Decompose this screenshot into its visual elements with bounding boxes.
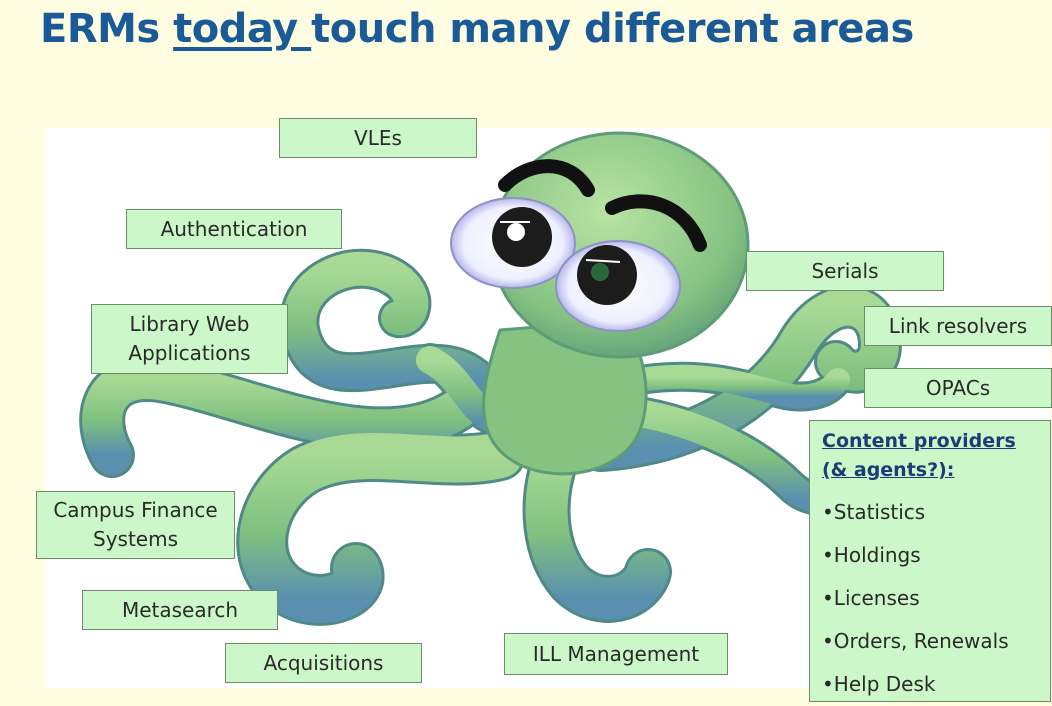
right-eyebrow bbox=[605, 194, 707, 252]
right-eye bbox=[555, 240, 681, 332]
content-providers-item: •Help Desk bbox=[822, 672, 936, 696]
label-vles-text: VLEs bbox=[354, 125, 402, 150]
label-link-resolvers: Link resolvers bbox=[864, 306, 1052, 346]
slide-title: ERMs today touch many different areas bbox=[40, 6, 914, 52]
label-campus-finance-systems-text: Campus Finance Systems bbox=[53, 498, 218, 551]
content-providers-heading: Content providers (& agents?): bbox=[822, 430, 1016, 481]
label-metasearch-text: Metasearch bbox=[121, 597, 239, 622]
label-vles: VLEs bbox=[279, 118, 477, 158]
label-metasearch: Metasearch bbox=[82, 590, 278, 630]
content-providers-box: Content providers (& agents?): •Statisti… bbox=[809, 420, 1051, 702]
label-acquisitions-text: Acquisitions bbox=[263, 650, 384, 675]
tentacles bbox=[79, 248, 903, 626]
label-campus-finance-systems: Campus Finance Systems bbox=[36, 491, 235, 559]
content-providers-item: •Holdings bbox=[822, 543, 921, 567]
label-serials: Serials bbox=[746, 251, 944, 291]
label-ill-management: ILL Management bbox=[504, 633, 728, 675]
content-providers-item: •Licenses bbox=[822, 586, 920, 610]
label-library-web-applications-text: Library Web Applications bbox=[128, 312, 251, 365]
label-authentication-text: Authentication bbox=[160, 216, 308, 241]
label-serials-text: Serials bbox=[811, 258, 879, 283]
octopus-body bbox=[482, 318, 648, 476]
left-eye bbox=[450, 197, 576, 289]
label-library-web-applications: Library Web Applications bbox=[91, 304, 288, 374]
label-opacs: OPACs bbox=[864, 368, 1052, 408]
left-eyebrow bbox=[498, 159, 595, 197]
label-opacs-text: OPACs bbox=[925, 375, 991, 400]
title-suffix: touch many different areas bbox=[311, 6, 914, 52]
content-providers-item: •Orders, Renewals bbox=[822, 629, 1009, 653]
content-providers-item: •Statistics bbox=[822, 500, 926, 524]
title-prefix: ERMs bbox=[40, 6, 174, 52]
label-acquisitions: Acquisitions bbox=[225, 643, 422, 683]
label-link-resolvers-text: Link resolvers bbox=[888, 313, 1028, 338]
title-underlined-word: today bbox=[173, 6, 312, 52]
label-authentication: Authentication bbox=[126, 209, 342, 249]
label-ill-management-text: ILL Management bbox=[532, 641, 700, 666]
